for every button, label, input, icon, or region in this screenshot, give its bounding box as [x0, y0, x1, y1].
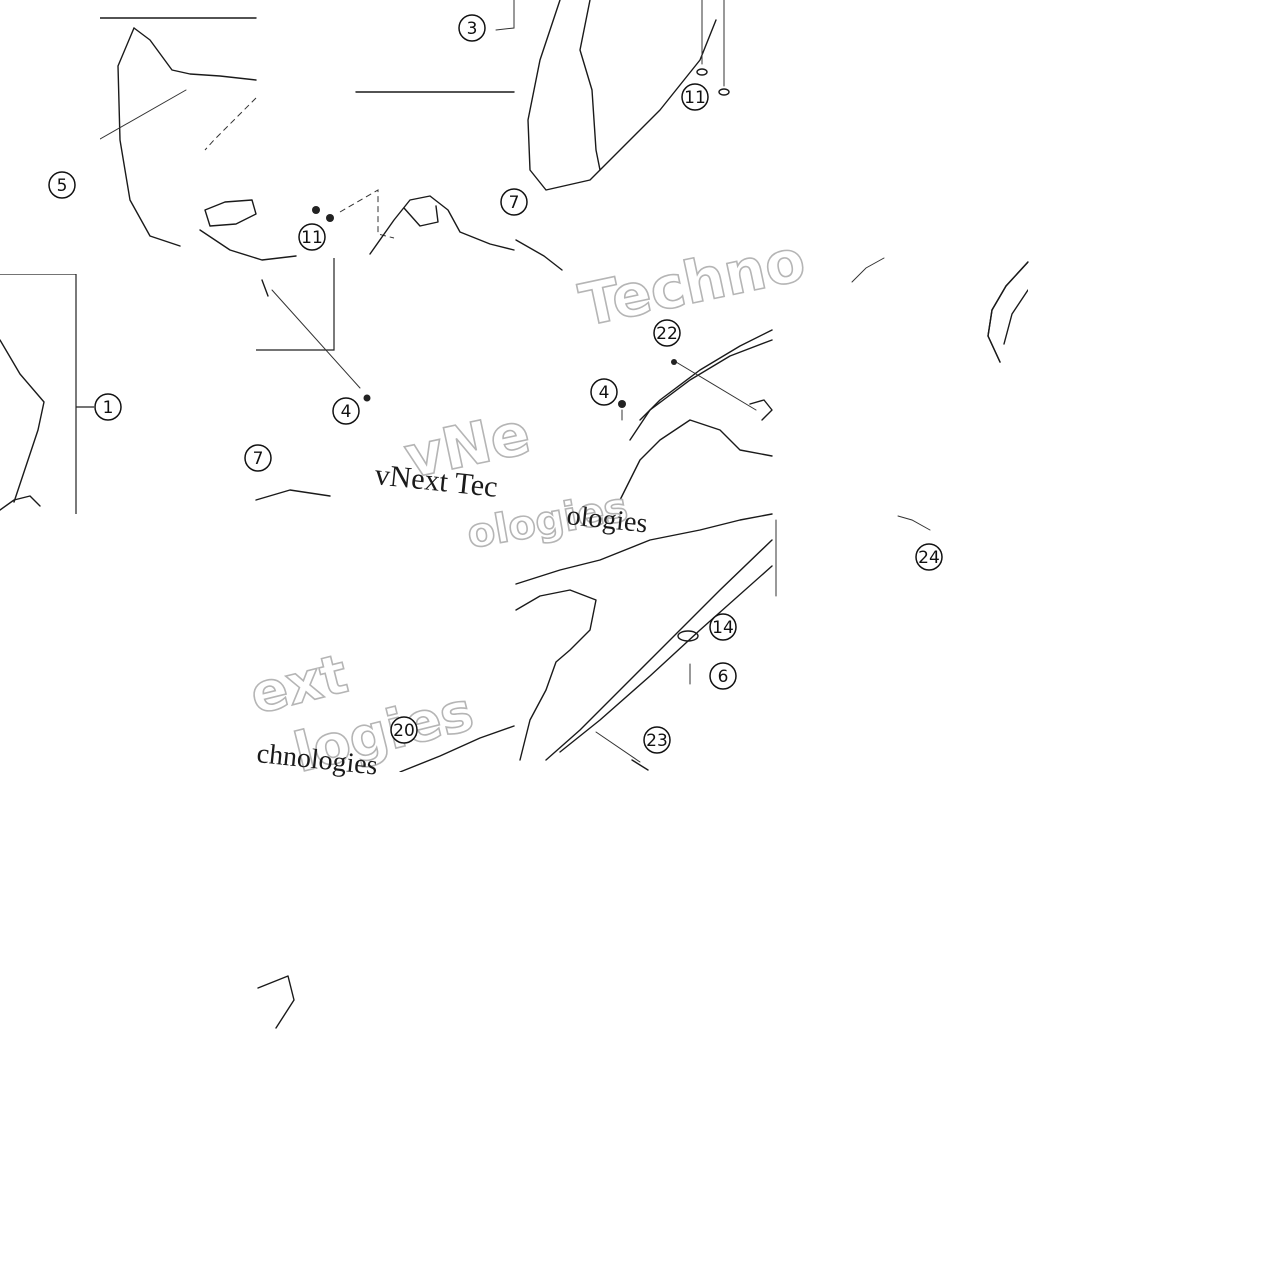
tank-lower-curve	[255, 489, 331, 501]
mask-lower-edge	[199, 229, 297, 261]
washer-11b	[718, 88, 730, 96]
callouts: 3 11 5 11 7 1 4 22	[48, 14, 943, 754]
callout-23: 23	[643, 726, 671, 754]
callout-3-label: 3	[467, 19, 478, 39]
fender-inner	[579, 0, 601, 171]
callout-11-top-label: 11	[684, 88, 706, 108]
callout-11-left-label: 11	[301, 228, 323, 248]
washer-11a	[696, 68, 708, 76]
callout-20-circle	[390, 716, 418, 744]
callout-6-label: 6	[718, 667, 729, 687]
callout-24: 24	[915, 543, 943, 571]
side-panel-lower	[0, 495, 41, 511]
nut-4a	[363, 394, 371, 402]
hidden-mount-line	[339, 189, 395, 239]
side-panel-edge	[0, 339, 45, 503]
callout-4-left-circle	[332, 397, 360, 425]
seat-side	[619, 419, 773, 501]
bolt-axis-22	[675, 361, 757, 411]
callout-11-top: 11	[681, 83, 709, 111]
callout-22-circle	[653, 319, 681, 347]
callout-22: 22	[653, 319, 681, 347]
callout-11-top-circle	[681, 83, 709, 111]
callout-4-mid-circle	[590, 378, 618, 406]
callout-11-left: 11	[298, 223, 326, 251]
blank-tile-bottom	[256, 772, 1285, 1285]
callout-7-mid-label: 7	[253, 449, 264, 469]
screw-22	[671, 359, 677, 365]
callout-5: 5	[48, 171, 76, 199]
mask-hidden-edge	[204, 97, 257, 151]
seat-lower-edge	[399, 725, 515, 773]
tank-front	[515, 239, 563, 271]
callout-7-mid: 7	[244, 444, 272, 472]
callout-14: 14	[709, 613, 737, 641]
callout-5-circle	[48, 171, 76, 199]
callout-1-circle	[94, 393, 122, 421]
callout-23-label: 23	[646, 731, 668, 751]
callout-24-circle	[915, 543, 943, 571]
nut-11b	[326, 214, 334, 222]
callout-7-mid-circle	[244, 444, 272, 472]
callout-4-mid-label: 4	[599, 383, 610, 403]
bolt-axis-23	[595, 731, 641, 763]
callout-24-label: 24	[918, 548, 940, 568]
callout-7-top: 7	[500, 188, 528, 216]
panel-diagonal-inner	[559, 565, 773, 753]
mask-outline-top	[133, 27, 257, 81]
lower-fragment-visible	[257, 975, 295, 1029]
small-bracket	[851, 257, 885, 283]
blank-tile-top-right	[772, 0, 1028, 256]
callout-4-left: 4	[332, 397, 360, 425]
panel-front	[515, 589, 597, 761]
nut-4b	[618, 400, 626, 408]
clip-24	[897, 515, 931, 531]
seat-top-edge-inner	[629, 339, 773, 441]
callout-7-top-circle	[500, 188, 528, 216]
rear-fender-edge	[987, 261, 1029, 363]
callout-5-label: 5	[57, 176, 68, 196]
callout-4-left-label: 4	[341, 402, 352, 422]
panel-top	[515, 513, 773, 585]
callout-1-label: 1	[103, 398, 114, 418]
mount-bracket	[204, 199, 257, 227]
blank-tile-right	[1028, 0, 1285, 772]
tank-outline	[369, 195, 515, 255]
rear-fender-inner	[1003, 289, 1029, 345]
fender-outline	[527, 0, 717, 191]
blank-tile-corner	[0, 0, 100, 274]
bolt-axis-4a	[271, 289, 361, 389]
callout-3: 3	[458, 14, 486, 42]
callout-4-mid: 4	[590, 378, 618, 406]
panel-diagonal	[545, 539, 773, 761]
grommet-14	[677, 630, 699, 642]
callout-22-label: 22	[656, 324, 678, 344]
watermark: Techno vNe ext logies ologies vNext Tec …	[243, 225, 812, 785]
assembly-bracket-4	[256, 258, 335, 351]
callout-6-circle	[709, 662, 737, 690]
bolt-23	[631, 759, 649, 771]
blank-tile-left	[0, 514, 256, 1285]
nut-11a	[312, 206, 320, 214]
mask-tab	[261, 279, 269, 297]
callout-11-left-circle	[298, 223, 326, 251]
callout-14-circle	[709, 613, 737, 641]
callout-20: 20	[390, 716, 418, 744]
callout-14-label: 14	[712, 618, 734, 638]
mount-boss	[749, 399, 773, 421]
mask-outline-left	[117, 27, 181, 247]
callout-7-top-label: 7	[509, 193, 520, 213]
cap-detail	[403, 205, 439, 227]
callout-23-circle	[643, 726, 671, 754]
line-art	[0, 0, 1029, 1029]
callout-6: 6	[709, 662, 737, 690]
callout-1: 1	[94, 393, 122, 421]
callout-20-label: 20	[393, 721, 415, 741]
rear-fender-edge-visible	[987, 261, 1029, 363]
watermark-outline-1: Techno	[574, 226, 811, 340]
leader-3	[495, 0, 515, 31]
callout-3-circle	[458, 14, 486, 42]
